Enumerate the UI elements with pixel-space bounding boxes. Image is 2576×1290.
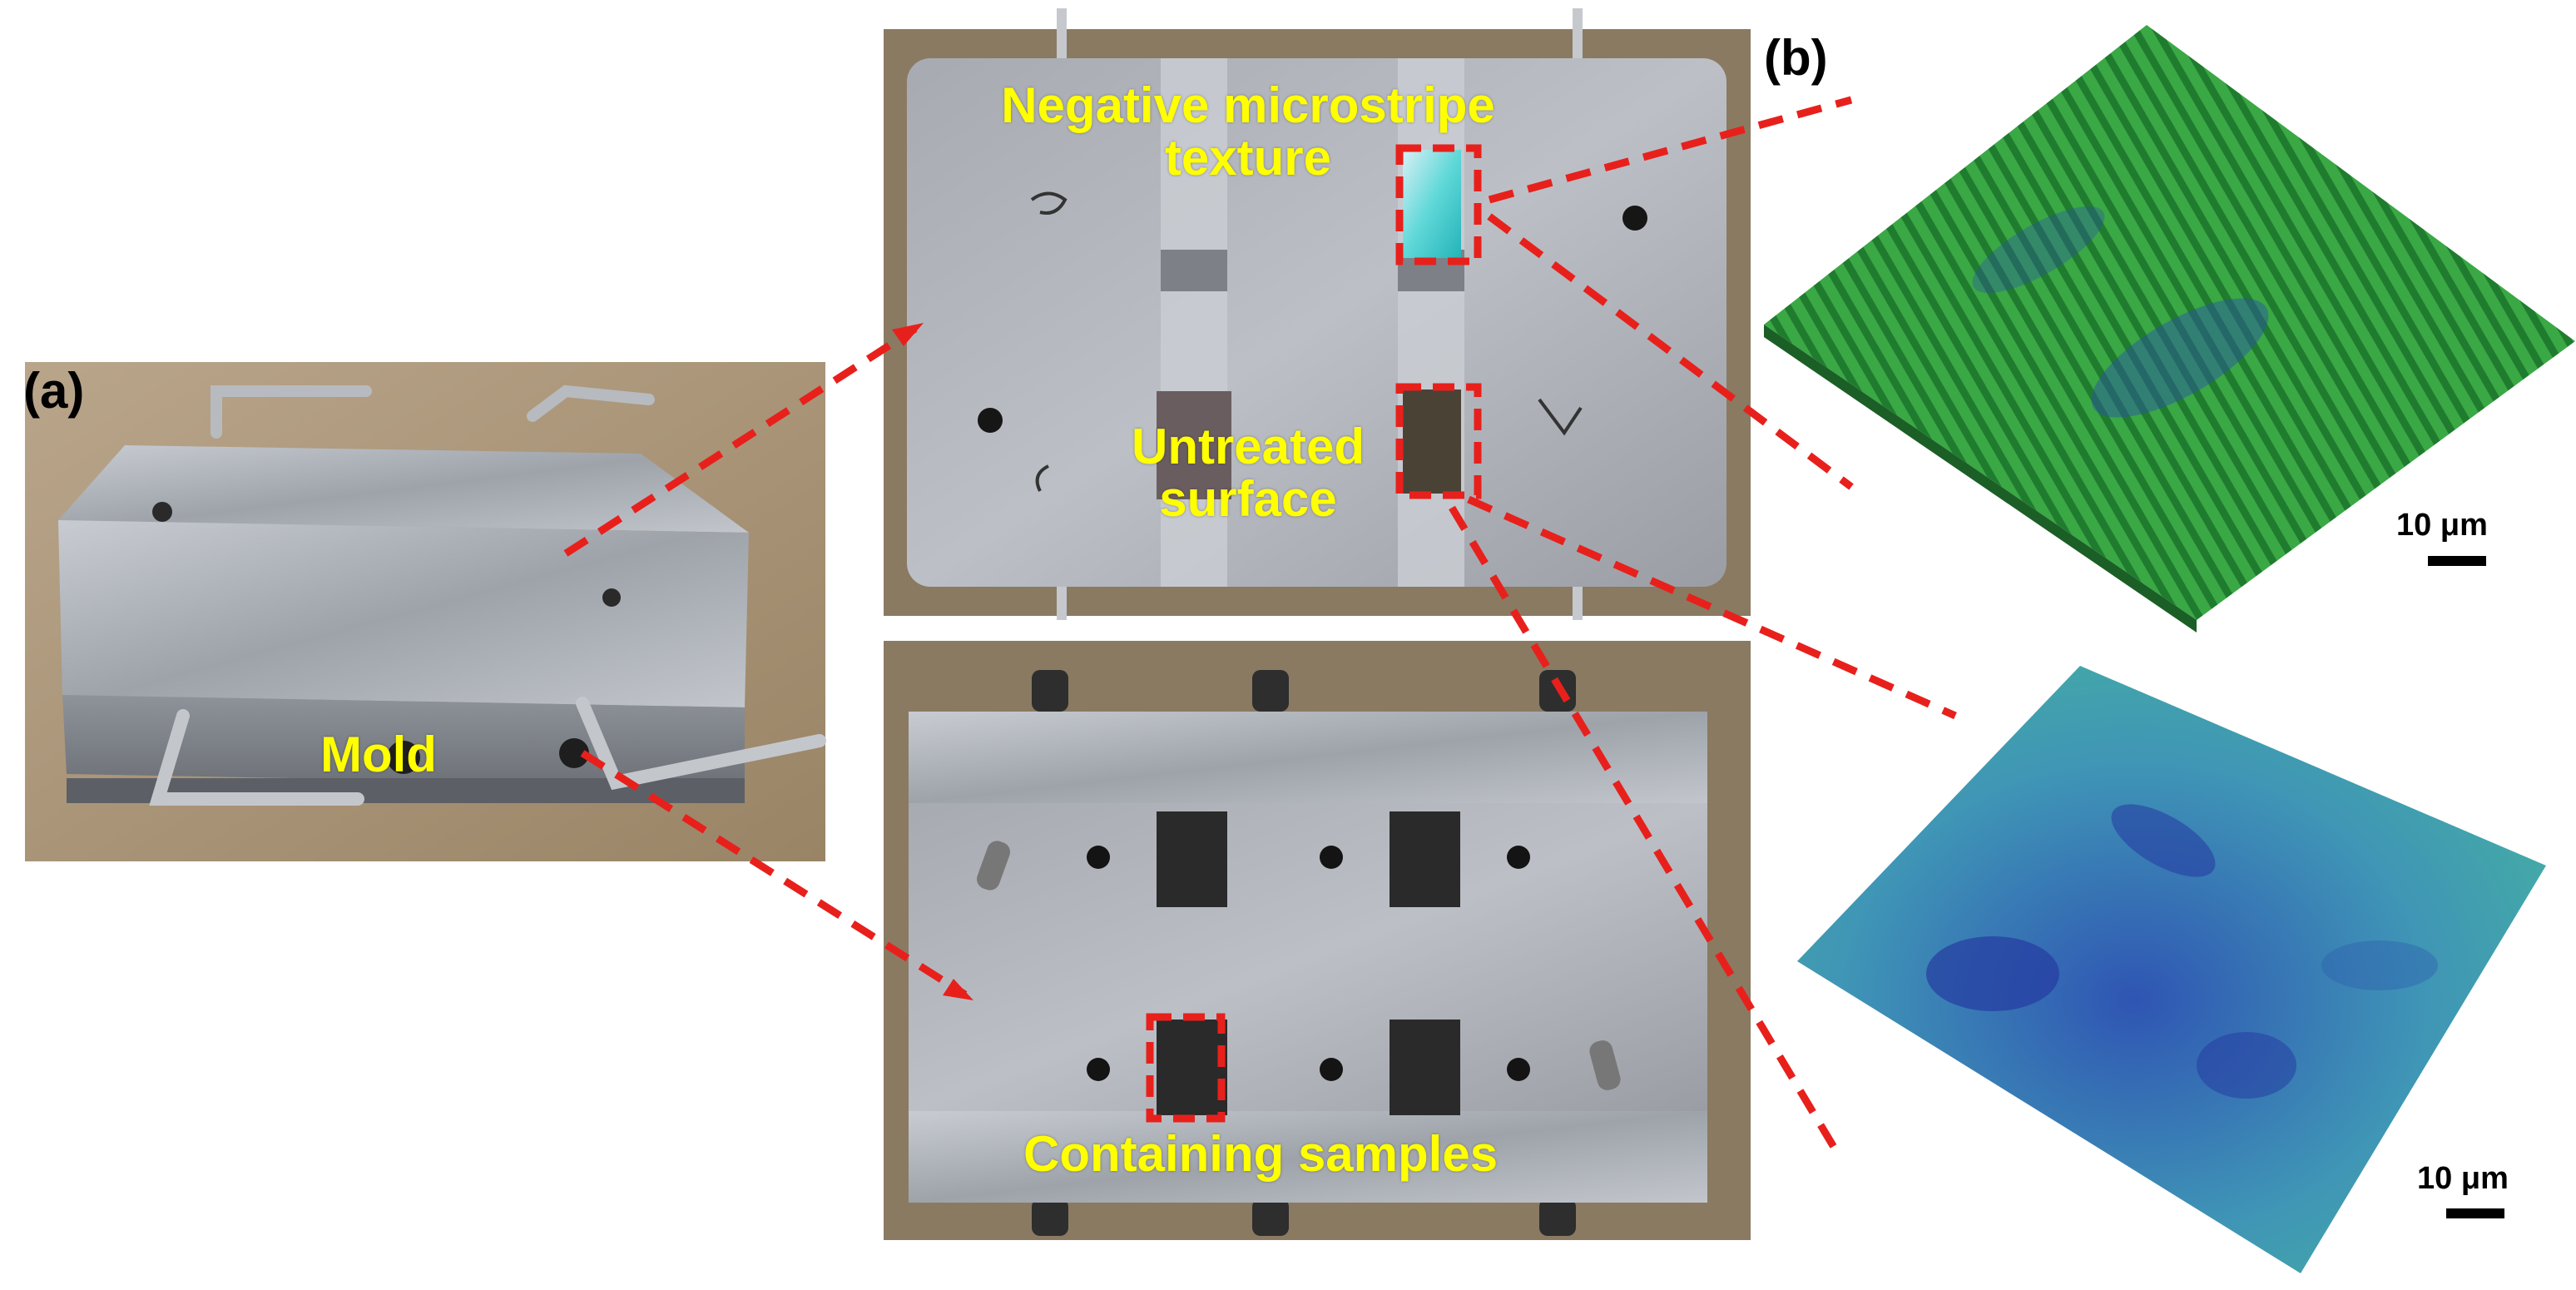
negative-texture-line1: Negative microstripe (1001, 77, 1495, 133)
mold-photo (25, 362, 826, 861)
panel-b-label: (b) (1764, 30, 1828, 86)
negative-texture-label: Negative microstripe texture (949, 79, 1548, 184)
untreated-line1: Untreated (1132, 419, 1365, 474)
negative-texture-line2: texture (1164, 130, 1332, 186)
scale-label-top: 10 μm (2396, 508, 2488, 543)
scale-label-bottom: 10 μm (2417, 1161, 2509, 1196)
connector-arrows (563, 96, 1957, 1151)
mold-label: Mold (320, 727, 437, 782)
untreated-surface-label: Untreated surface (1132, 420, 1365, 525)
mold-open-photo (884, 641, 1751, 1240)
untreated-3d-plot (1797, 666, 2546, 1273)
panel-a-label: (a) (23, 363, 85, 419)
plate-photo (884, 8, 1751, 620)
untreated-line2: surface (1159, 471, 1337, 527)
microstripe-3d-plot (1764, 25, 2575, 633)
scale-bar-bottom (2446, 1208, 2504, 1218)
highlight-boxes (1146, 144, 1482, 1123)
scale-bar-top (2428, 556, 2486, 566)
containing-samples-label: Containing samples (1023, 1126, 1499, 1182)
arrowheads (892, 323, 973, 1000)
